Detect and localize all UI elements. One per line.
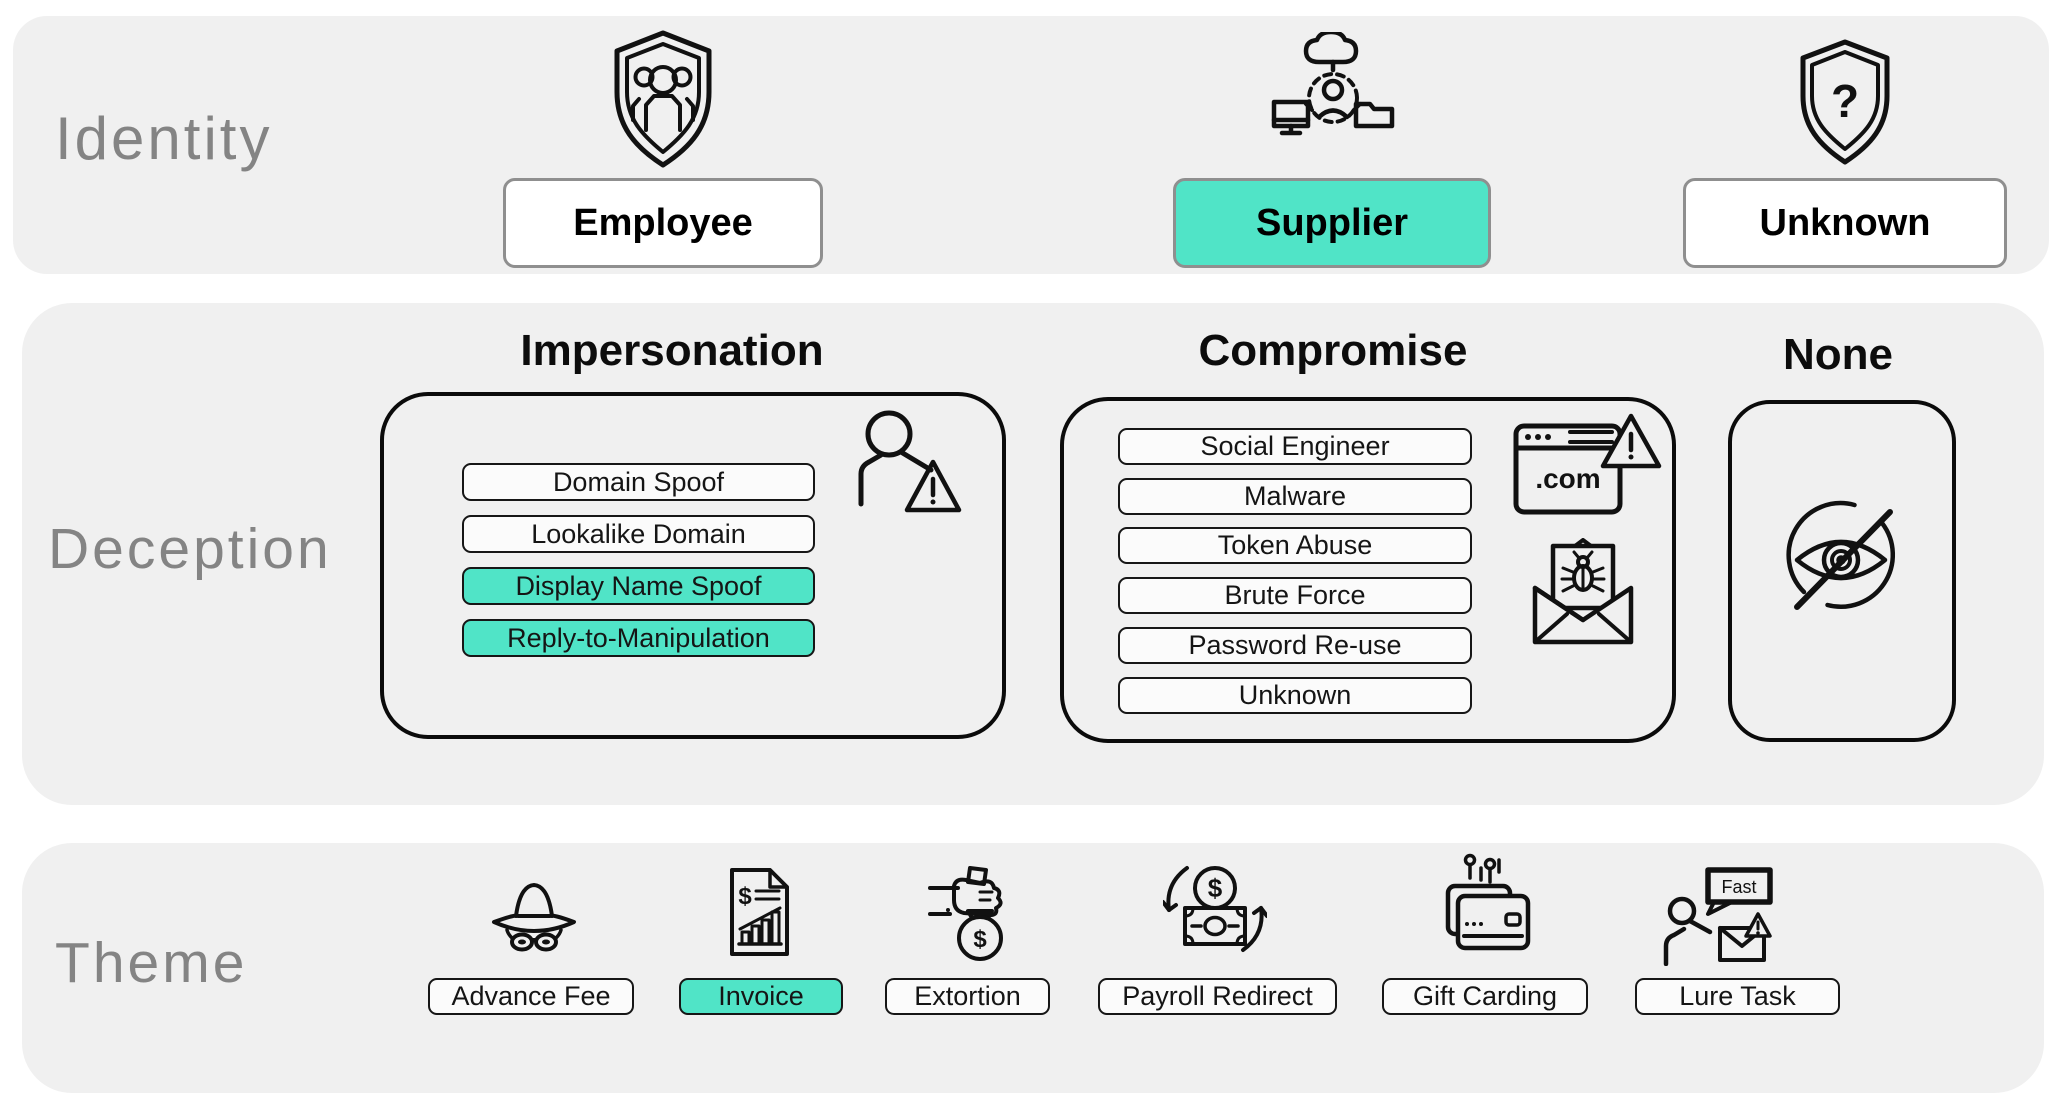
deception-band-label: Deception xyxy=(48,517,332,581)
compromise-group-title: Compromise xyxy=(1198,326,1468,375)
identity-option-employee[interactable]: Employee xyxy=(503,178,823,268)
person-warning-icon xyxy=(858,410,962,513)
question-mark-glyph: ? xyxy=(1831,75,1859,127)
shield-people-icon xyxy=(614,30,712,168)
theme-option-invoice[interactable]: Invoice xyxy=(679,978,843,1015)
chip-password-re-use[interactable]: Password Re-use xyxy=(1118,627,1472,664)
chip-token-abuse[interactable]: Token Abuse xyxy=(1118,527,1472,564)
theme-option-lure-task[interactable]: Lure Task xyxy=(1635,978,1840,1015)
browser-com-warning-icon: .com xyxy=(1513,413,1662,515)
eye-slash-icon xyxy=(1786,500,1896,610)
theme-option-extortion[interactable]: Extortion xyxy=(885,978,1050,1015)
identity-option-supplier[interactable]: Supplier xyxy=(1173,178,1491,268)
shield-question-icon: ? xyxy=(1800,39,1890,165)
chip-display-name-spoof[interactable]: Display Name Spoof xyxy=(462,567,815,605)
none-group-title: None xyxy=(1783,330,1893,379)
invoice-document-icon: $ xyxy=(730,868,789,956)
theme-option-payroll-redirect[interactable]: Payroll Redirect xyxy=(1098,978,1337,1015)
money-grab-icon: $ xyxy=(928,866,1003,961)
payroll-cycle-icon: $ xyxy=(1163,866,1267,952)
impersonation-group-title: Impersonation xyxy=(520,326,824,375)
invoice-dollar-glyph: $ xyxy=(738,883,752,910)
chip-brute-force[interactable]: Brute Force xyxy=(1118,577,1472,614)
envelope-bug-icon xyxy=(1532,538,1634,645)
theme-option-advance-fee[interactable]: Advance Fee xyxy=(428,978,634,1015)
gift-card-icon xyxy=(1445,853,1531,951)
fast-label-glyph: Fast xyxy=(1721,877,1756,897)
supplier-network-icon xyxy=(1271,32,1395,136)
theme-option-gift-carding[interactable]: Gift Carding xyxy=(1382,978,1588,1015)
identity-band-label: Identity xyxy=(55,105,273,172)
extortion-dollar-glyph: $ xyxy=(973,926,987,953)
dot-com-glyph: .com xyxy=(1535,463,1600,494)
lure-task-icon: Fast xyxy=(1663,867,1773,966)
chip-domain-spoof[interactable]: Domain Spoof xyxy=(462,463,815,501)
identity-option-unknown[interactable]: Unknown xyxy=(1683,178,2007,268)
theme-band-label: Theme xyxy=(55,931,248,995)
impersonation-group-box xyxy=(380,392,1006,739)
spy-hat-icon xyxy=(492,883,576,952)
compromise-group-box xyxy=(1060,397,1676,743)
chip-reply-to-manipulation[interactable]: Reply-to-Manipulation xyxy=(462,619,815,657)
payroll-dollar-glyph: $ xyxy=(1208,873,1223,903)
chip-social-engineer[interactable]: Social Engineer xyxy=(1118,428,1472,465)
chip-unknown-compromise[interactable]: Unknown xyxy=(1118,677,1472,714)
none-group-box xyxy=(1728,400,1956,742)
chip-lookalike-domain[interactable]: Lookalike Domain xyxy=(462,515,815,553)
deception-band xyxy=(22,303,2044,805)
chip-malware[interactable]: Malware xyxy=(1118,478,1472,515)
